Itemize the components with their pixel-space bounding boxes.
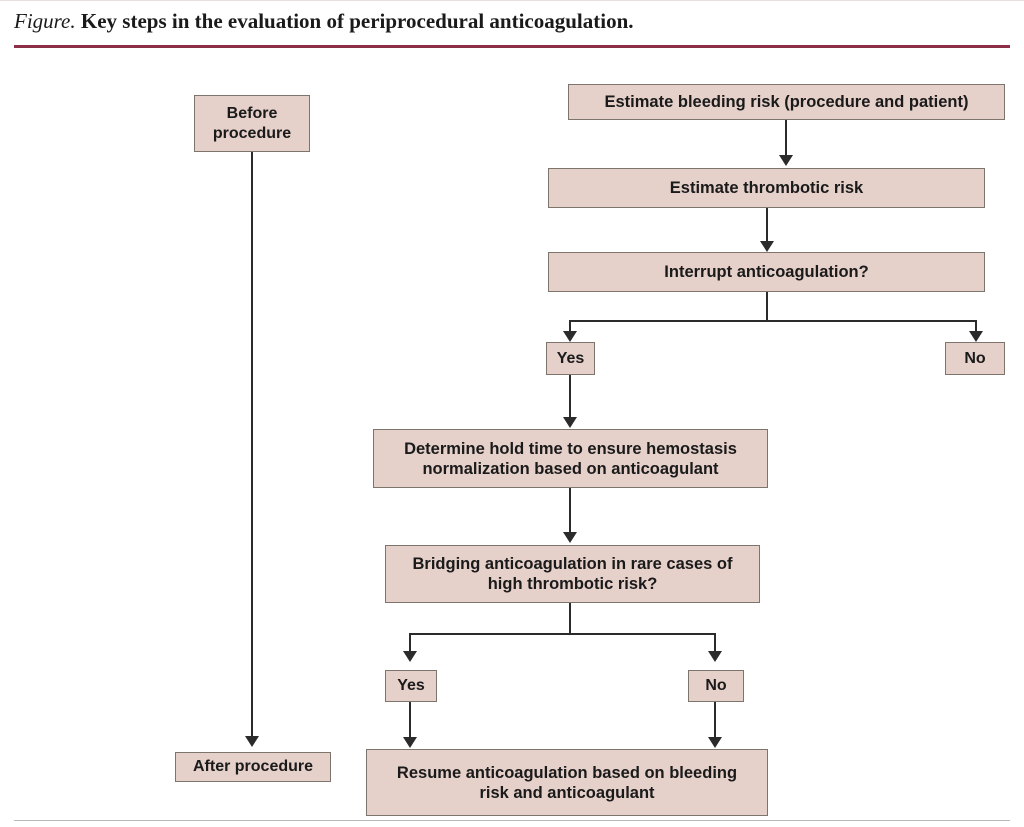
- resume-line-1: Resume anticoagulation based on bleeding: [396, 763, 738, 782]
- interrupt-anticoagulation-label: Interrupt anticoagulation?: [664, 263, 869, 281]
- connector-interrupt-split: [569, 320, 977, 322]
- before-procedure-line-1: Before: [226, 104, 278, 122]
- arrowhead-yes-to-hold-time: [563, 417, 577, 428]
- arrowhead-bleeding-to-thrombotic: [779, 155, 793, 166]
- node-after-procedure: After procedure: [175, 752, 331, 782]
- determine-hold-time-line-2: normalization based on anticoagulant: [422, 459, 719, 478]
- arrowhead-bridging-to-yes: [403, 651, 417, 662]
- node-resume-anticoagulation: Resume anticoagulation based on bleeding…: [366, 749, 768, 816]
- bridging-line-1: Bridging anticoagulation in rare cases o…: [412, 555, 733, 573]
- node-determine-hold-time: Determine hold time to ensure hemostasis…: [373, 429, 768, 488]
- interrupt-no-label: No: [964, 349, 986, 367]
- connector-hold-time-to-bridging: [569, 488, 571, 535]
- figure-title: Key steps in the evaluation of periproce…: [80, 9, 634, 33]
- arrowhead-bridging-no-to-resume: [708, 737, 722, 748]
- connector-thrombotic-to-interrupt: [766, 208, 768, 246]
- node-estimate-bleeding-risk: Estimate bleeding risk (procedure and pa…: [568, 84, 1005, 120]
- node-bridging-yes: Yes: [385, 670, 437, 702]
- top-hairline: [0, 0, 1024, 1]
- arrowhead-hold-time-to-bridging: [563, 532, 577, 543]
- arrowhead-thrombotic-to-interrupt: [760, 241, 774, 252]
- node-estimate-thrombotic-risk: Estimate thrombotic risk: [548, 168, 985, 208]
- connector-bridging-to-yes: [409, 633, 411, 653]
- connector-bridging-no-to-resume: [714, 702, 716, 738]
- node-interrupt-yes: Yes: [546, 342, 595, 375]
- bridging-line-2: high thrombotic risk?: [487, 575, 658, 593]
- connector-bridging-to-no: [714, 633, 716, 653]
- connector-interrupt-to-yes: [569, 320, 571, 336]
- arrowhead-bridging-to-no: [708, 651, 722, 662]
- node-interrupt-anticoagulation: Interrupt anticoagulation?: [548, 252, 985, 292]
- connector-interrupt-stem: [766, 292, 768, 321]
- interrupt-yes-label: Yes: [556, 349, 585, 367]
- connector-bridging-split: [409, 633, 716, 635]
- figure-caption: Figure. Key steps in the evaluation of p…: [14, 8, 1004, 34]
- after-procedure-label: After procedure: [192, 758, 314, 775]
- estimate-thrombotic-risk-label: Estimate thrombotic risk: [669, 179, 864, 197]
- bridging-no-label: No: [705, 677, 727, 694]
- node-bridging-anticoagulation: Bridging anticoagulation in rare cases o…: [385, 545, 760, 603]
- connector-yes-to-hold-time: [569, 375, 571, 420]
- header-rule: [14, 45, 1010, 48]
- connector-bridging-stem: [569, 603, 571, 634]
- connector-interrupt-to-no: [975, 320, 977, 336]
- node-before-procedure: Before procedure: [194, 95, 310, 152]
- arrowhead-interrupt-to-yes: [563, 331, 577, 342]
- bridging-yes-label: Yes: [397, 677, 425, 694]
- estimate-bleeding-risk-label: Estimate bleeding risk (procedure and pa…: [604, 93, 969, 111]
- figure-label: Figure.: [14, 9, 76, 33]
- resume-line-2: risk and anticoagulant: [479, 783, 655, 802]
- determine-hold-time-line-1: Determine hold time to ensure hemostasis: [404, 439, 737, 458]
- node-interrupt-no: No: [945, 342, 1005, 375]
- connector-bridging-yes-to-resume: [409, 702, 411, 738]
- connector-before-to-after: [251, 152, 253, 737]
- arrowhead-before-to-after: [245, 736, 259, 747]
- node-bridging-no: No: [688, 670, 744, 702]
- before-procedure-line-2: procedure: [212, 124, 292, 142]
- arrowhead-interrupt-to-no: [969, 331, 983, 342]
- footer-rule: [14, 820, 1010, 821]
- arrowhead-bridging-yes-to-resume: [403, 737, 417, 748]
- connector-bleeding-to-thrombotic: [785, 120, 787, 156]
